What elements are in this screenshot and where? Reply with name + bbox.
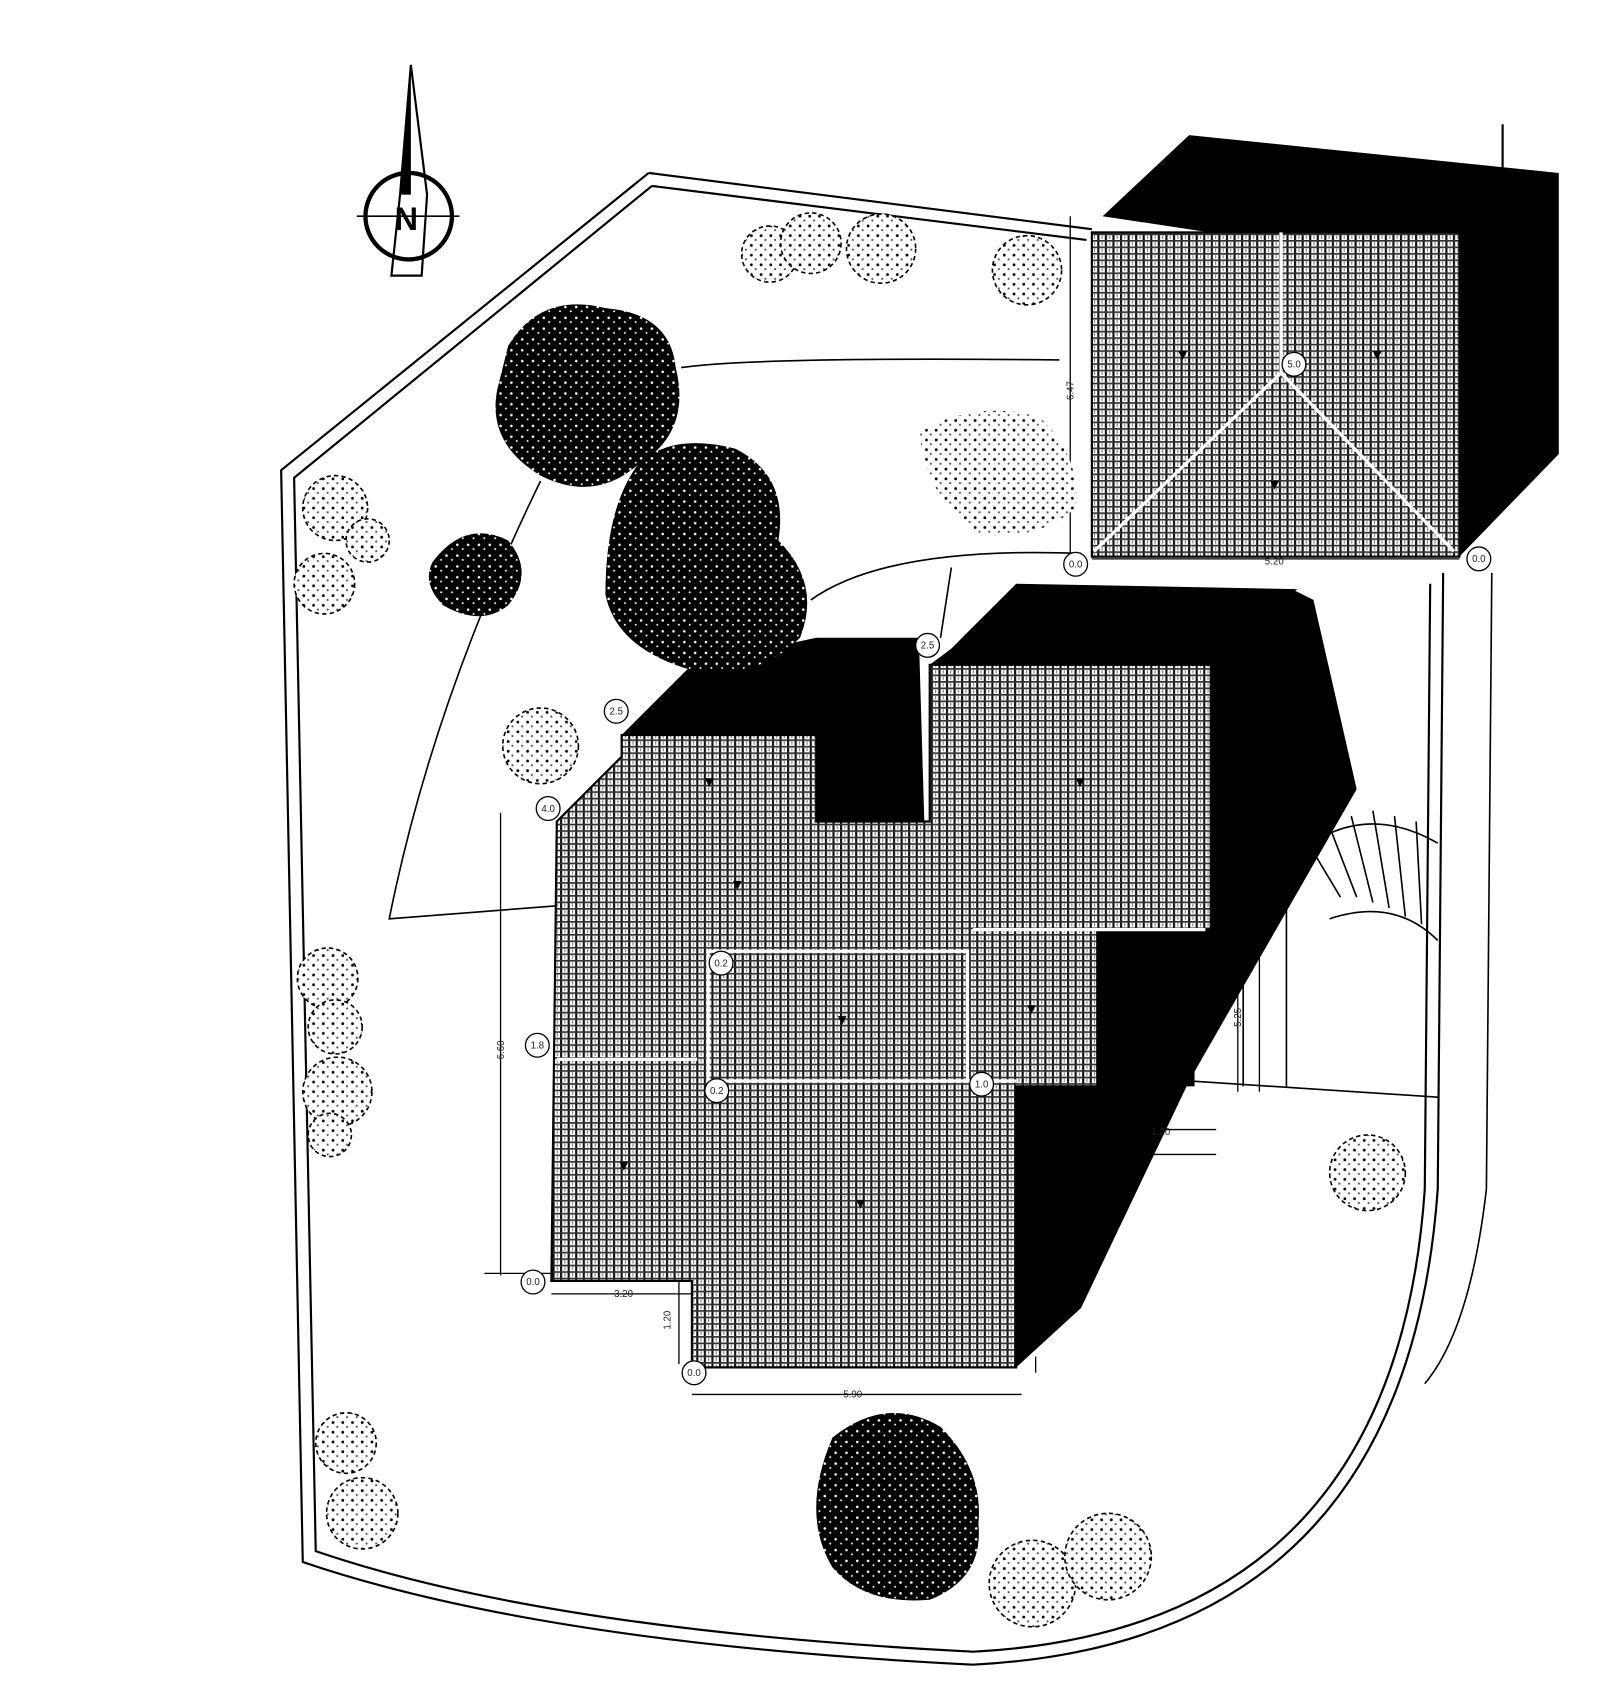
dim-driveway-depth: 5.25 [1233, 1008, 1244, 1027]
level-label: 0.2 [710, 1086, 724, 1097]
level-label: 2.5 [921, 641, 935, 652]
dimension-labels: 3.20 1.20 5.90 6.60 5.20 6.47 5.25 1.20 [496, 381, 1284, 1401]
shrubs [293, 212, 1407, 1628]
slope-arrows [619, 778, 1085, 1209]
dim-entrance-width: 1.20 [1151, 1127, 1171, 1138]
garage-roof [1090, 231, 1461, 558]
property-boundary [280, 124, 1504, 1666]
dim-house-bottom-width: 5.90 [843, 1390, 863, 1401]
level-markers [520, 351, 1492, 1386]
level-label: 2.5 [609, 707, 623, 718]
level-label: 0.0 [526, 1277, 540, 1288]
level-label: 0.0 [1069, 559, 1083, 570]
house-ridge-lines [556, 648, 1206, 1083]
level-labels: 4.0 2.5 1.8 0.2 0.2 1.0 0.0 0.0 2.5 0.0 … [526, 360, 1486, 1380]
slope-arrows [1178, 351, 1382, 490]
level-label: 0.2 [714, 958, 728, 969]
main-house [550, 583, 1357, 1369]
level-label: 0.0 [687, 1368, 701, 1379]
dim-house-bottom-step: 1.20 [662, 1310, 673, 1330]
entrance-stairs [1296, 810, 1439, 941]
north-label: N [395, 201, 418, 237]
north-arrow-icon: N [356, 64, 460, 277]
level-label: 5.0 [1287, 360, 1301, 371]
house-roof [550, 663, 1212, 1369]
level-label: 1.0 [975, 1079, 989, 1090]
garage-ridge-lines [1092, 232, 1456, 553]
dimension-lines [484, 216, 1460, 1396]
level-label: 1.8 [531, 1041, 545, 1052]
dim-garage-width: 5.20 [1265, 556, 1285, 567]
house-shadow-top [929, 583, 1298, 665]
level-label: 4.0 [541, 804, 555, 815]
level-label: 0.0 [1472, 554, 1486, 565]
garage-building [1090, 135, 1559, 558]
dim-house-bottom-left: 3.20 [614, 1289, 634, 1300]
dim-garage-depth: 6.47 [1065, 381, 1076, 400]
dim-house-left-depth: 6.60 [496, 1040, 507, 1060]
dark-trees [428, 304, 1077, 1601]
house-shadow-left [621, 637, 925, 822]
